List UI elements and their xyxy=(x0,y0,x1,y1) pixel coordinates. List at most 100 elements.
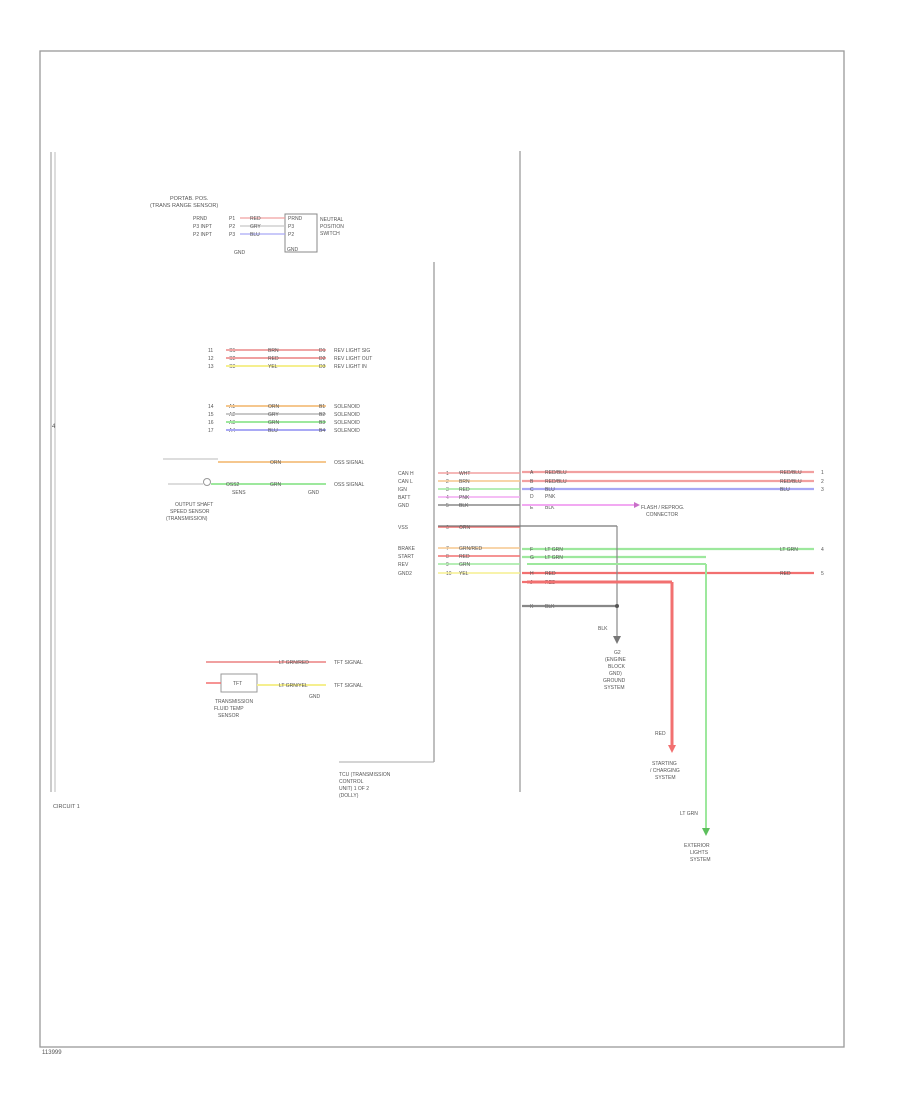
wire-right-pin: B2 xyxy=(319,412,325,418)
connector-right-pin: F xyxy=(530,547,533,553)
temp-sensor-label: SENSOR xyxy=(218,713,240,719)
starting-system: RED STARTING / CHARGING SYSTEM xyxy=(527,580,680,781)
connector-pin-label: REV xyxy=(398,562,409,568)
exterior-label: LIGHTS xyxy=(690,850,709,856)
top-sensor-gnd2: GND xyxy=(287,247,299,253)
connector-right-wire-color: BLU xyxy=(545,487,555,493)
wire-color-text: YEL xyxy=(268,364,278,370)
connector-wire-end-marker: 5 xyxy=(821,571,824,577)
wire-right-pin: B4 xyxy=(319,428,325,434)
connector-pin-label: IGN xyxy=(398,487,407,493)
wire-destination-label: REV LIGHT SIG xyxy=(334,348,370,354)
temp-sensor-label: FLUID TEMP xyxy=(214,706,244,712)
top-sensor-pin-right: P3 xyxy=(288,224,294,230)
connector-right-wire-color: RED xyxy=(545,571,556,577)
connector-wire-end-marker: 4 xyxy=(821,547,824,553)
solenoid-wires: 14A1ORNB1SOLENOID15A2GRYB2SOLENOID16A3GR… xyxy=(208,404,360,434)
wire-color-text: RED xyxy=(268,356,279,362)
module-label-line: (DOLLY) xyxy=(339,793,359,799)
connector-right-pin: E xyxy=(530,505,534,511)
wire-right-pin: D2 xyxy=(319,356,326,362)
wire-color-text: BLU xyxy=(268,428,278,434)
ground-splice-icon xyxy=(615,604,619,608)
wire-left-pin: 11 xyxy=(208,348,213,354)
connector-wire-end-color: LT GRN xyxy=(780,547,798,553)
wire-color-text: GRN xyxy=(268,420,280,426)
wire-color-text: BRN xyxy=(268,348,279,354)
speed-sensor-label: OUTPUT SHAFT xyxy=(175,502,213,508)
wire-color-text: GRY xyxy=(268,412,279,418)
starting-label: / CHARGING xyxy=(650,768,680,774)
connector-right-wire-color: LT GRN xyxy=(545,547,563,553)
connector-pin-label: CAN L xyxy=(398,479,413,485)
connector-right-pin: A xyxy=(530,470,534,476)
top-sensor-pin-name: P2 INPT xyxy=(193,232,212,238)
connector-pin-label: BATT xyxy=(398,495,410,501)
connector-pin-number: 8 xyxy=(446,554,449,560)
component-line: POSITION xyxy=(320,224,344,230)
wire-destination-label: REV LIGHT IN xyxy=(334,364,367,370)
ground-point: BLK G2 (ENGINE BLOCK GND) GROUND SYSTEM xyxy=(527,526,627,691)
wire-right-pin: D3 xyxy=(319,364,326,370)
connector-wire-end-color: RED/BLU xyxy=(780,470,802,476)
wire-destination-label: SOLENOID xyxy=(334,428,360,434)
connector-pin-label: GND xyxy=(398,503,410,509)
connector-right-wire-color: BLK xyxy=(545,604,555,610)
neutral-switch-box xyxy=(284,213,318,253)
connector-wire-end-marker: 3 xyxy=(821,487,824,493)
connector-right-pin: H xyxy=(530,571,534,577)
wire-destination-label: SOLENOID xyxy=(334,412,360,418)
speed-wire-color: ORN xyxy=(270,460,282,466)
top-sensor-pin-name: P3 INPT xyxy=(193,224,212,230)
flash-connector-label-line: FLASH / REPROG. xyxy=(641,505,684,511)
ground-label: (ENGINE xyxy=(605,657,627,663)
speed-wire-label: OSS SIGNAL xyxy=(334,460,365,466)
connector-right-pin: D xyxy=(530,494,534,500)
top-sensor-title: (TRANS RANGE SENSOR) xyxy=(150,203,218,209)
connector-pin-label: BRAKE xyxy=(398,546,416,552)
wire-right-pin: B3 xyxy=(319,420,325,426)
connector-right-wire-color: PNK xyxy=(545,494,556,500)
top-sensor-wire-color: BLU xyxy=(250,232,260,238)
connector-wire-end-marker: 1 xyxy=(821,470,824,476)
wire-color-text: ORN xyxy=(268,404,280,410)
wire-destination-label: SOLENOID xyxy=(334,404,360,410)
wire-destination-label: REV LIGHT OUT xyxy=(334,356,372,362)
exterior-wire-label: LT GRN xyxy=(680,811,698,817)
module-label-line: UNIT) 1 OF 2 xyxy=(339,786,369,792)
temp-wire-color: LT GRN/RED xyxy=(279,660,309,666)
speed-sensor-gnd: GND xyxy=(308,490,320,496)
connector-wire-end-color: BLU xyxy=(780,487,790,493)
temp-wire-color: LT GRN/YEL xyxy=(279,683,308,689)
exterior-arrow-icon xyxy=(702,828,710,836)
ground-label: GND) xyxy=(609,671,622,677)
starting-label: SYSTEM xyxy=(655,775,676,781)
speed-sensor-coil-icon xyxy=(203,478,211,486)
top-sensor-pin-name: PRND xyxy=(193,216,208,222)
ground-label: BLOCK xyxy=(608,664,626,670)
connector-left-wire-color: RED xyxy=(459,554,470,560)
starting-arrow-icon xyxy=(668,745,676,753)
exterior-label: SYSTEM xyxy=(690,857,711,863)
temp-sensor-gnd: GND xyxy=(309,694,321,700)
connector-pin-label: GND2 xyxy=(398,571,412,577)
left-label: CIRCUIT 1 xyxy=(53,804,80,810)
top-sensor-title: PORTAB. POS. xyxy=(170,196,209,202)
ground-label: GROUND xyxy=(603,678,626,684)
connector-wire-end-color: RED xyxy=(780,571,791,577)
module-label-line: TCU (TRANSMISSION xyxy=(339,772,391,778)
connector-pin-label: VSS xyxy=(398,525,409,531)
speed-sensor-left-code: SENS xyxy=(232,490,246,496)
wire-left-pin: 14 xyxy=(208,404,214,410)
left-marker: 4 xyxy=(52,424,56,430)
exterior-lights: LT GRN EXTERIOR LIGHTS SYSTEM xyxy=(527,563,711,863)
speed-sensor-label: SPEED SENSOR xyxy=(170,509,210,515)
temp-wire-label: TFT SIGNAL xyxy=(334,660,363,666)
component-line: SWITCH xyxy=(320,231,340,237)
connector-left-wire-color: WHT xyxy=(459,471,470,477)
connector-right-pin: K xyxy=(530,604,534,610)
connector-pin-number: 2 xyxy=(446,479,449,485)
